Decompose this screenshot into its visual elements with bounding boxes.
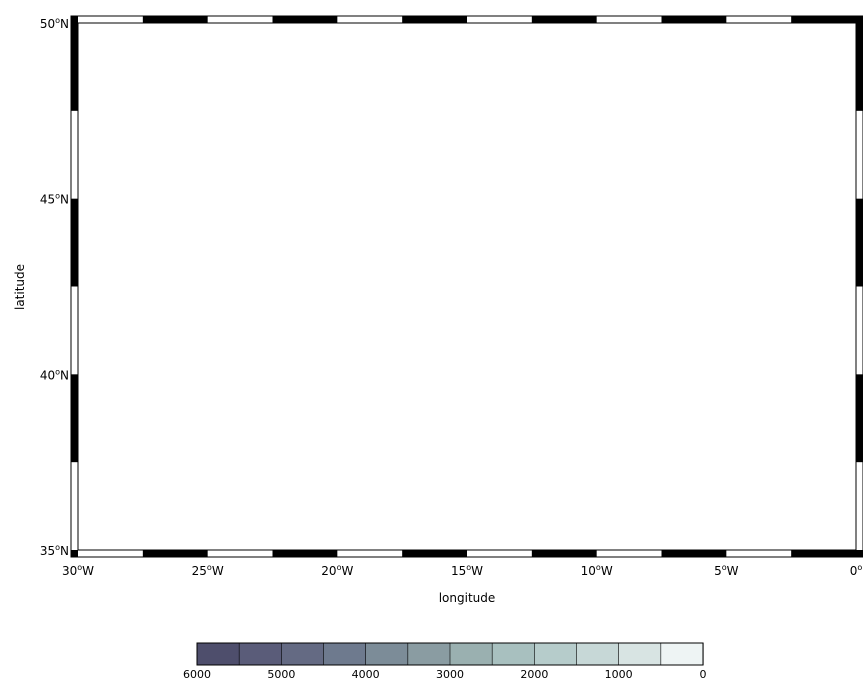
- x-tick-label: 30oW: [62, 563, 94, 578]
- x-tick-labels: 30oW 25oW 20oW 15oW 10oW 5oW 0o: [62, 563, 862, 578]
- frame-segment-bottom: [402, 550, 467, 557]
- frame-segment-right: [856, 374, 863, 463]
- x-tick-label: 15oW: [451, 563, 483, 578]
- colorbar-swatch: [660, 642, 704, 666]
- frame-segment-bottom: [272, 550, 338, 557]
- colorbar-swatch: [281, 642, 325, 666]
- frame-segment-bottom: [531, 550, 597, 557]
- colorbar-swatch: [196, 642, 240, 666]
- depth-colorbar: [196, 642, 704, 666]
- colorbar-tick-label: 2000: [520, 668, 548, 681]
- colorbar-tick-label: 3000: [436, 668, 464, 681]
- frame-segment-top: [272, 16, 338, 23]
- colorbar-tick-label: 0: [700, 668, 707, 681]
- frame-segment-top: [791, 16, 856, 23]
- x-axis-title: longitude: [439, 591, 496, 605]
- y-tick-label: 40oN: [40, 367, 69, 382]
- y-tick-label: 45oN: [40, 192, 69, 207]
- frame-segment-left: [71, 198, 78, 287]
- map-frame: [70, 15, 863, 558]
- colorbar-swatch: [534, 642, 578, 666]
- frame-segment-right: [856, 198, 863, 287]
- y-tick-label: 50oN: [40, 16, 69, 31]
- colorbar-labels: 6000 5000 4000 3000 2000 1000 0: [183, 668, 707, 681]
- frame-segment-top: [531, 16, 597, 23]
- colorbar-swatch: [449, 642, 493, 666]
- colorbar-tick-label: 6000: [183, 668, 211, 681]
- colorbar-swatch: [365, 642, 409, 666]
- frame-segment-right: [856, 23, 863, 111]
- colorbar-swatch: [238, 642, 282, 666]
- frame-corner: [71, 550, 78, 557]
- y-tick-labels: 35oN 40oN 45oN 50oN: [40, 16, 69, 558]
- frame-segment-bottom: [791, 550, 856, 557]
- colorbar-tick-label: 4000: [352, 668, 380, 681]
- colorbar-outline: [196, 642, 704, 666]
- frame-outer: [70, 15, 863, 558]
- frame-segment-left: [71, 374, 78, 463]
- frame-segment-bottom: [142, 550, 208, 557]
- x-tick-label: 0o: [850, 563, 863, 578]
- colorbar-swatch: [618, 642, 662, 666]
- frame-corner: [856, 16, 863, 23]
- x-tick-label: 20oW: [321, 563, 353, 578]
- frame-segment-bottom: [661, 550, 727, 557]
- colorbar-swatch: [407, 642, 451, 666]
- frame-segment-top: [661, 16, 727, 23]
- x-tick-label: 5oW: [714, 563, 739, 578]
- colorbar-swatch: [576, 642, 620, 666]
- x-tick-label: 10oW: [581, 563, 613, 578]
- colorbar-swatch: [323, 642, 367, 666]
- colorbar-swatch: [491, 642, 535, 666]
- frame-corner: [856, 550, 863, 557]
- x-tick-label: 25oW: [192, 563, 224, 578]
- frame-segment-top: [402, 16, 467, 23]
- colorbar-tick-label: 5000: [267, 668, 295, 681]
- y-tick-label: 35oN: [40, 543, 69, 558]
- y-axis-title: latitude: [13, 264, 27, 310]
- frame-segment-left: [71, 23, 78, 111]
- colorbar-tick-label: 1000: [605, 668, 633, 681]
- frame-segment-top: [142, 16, 208, 23]
- frame-corner: [71, 16, 78, 23]
